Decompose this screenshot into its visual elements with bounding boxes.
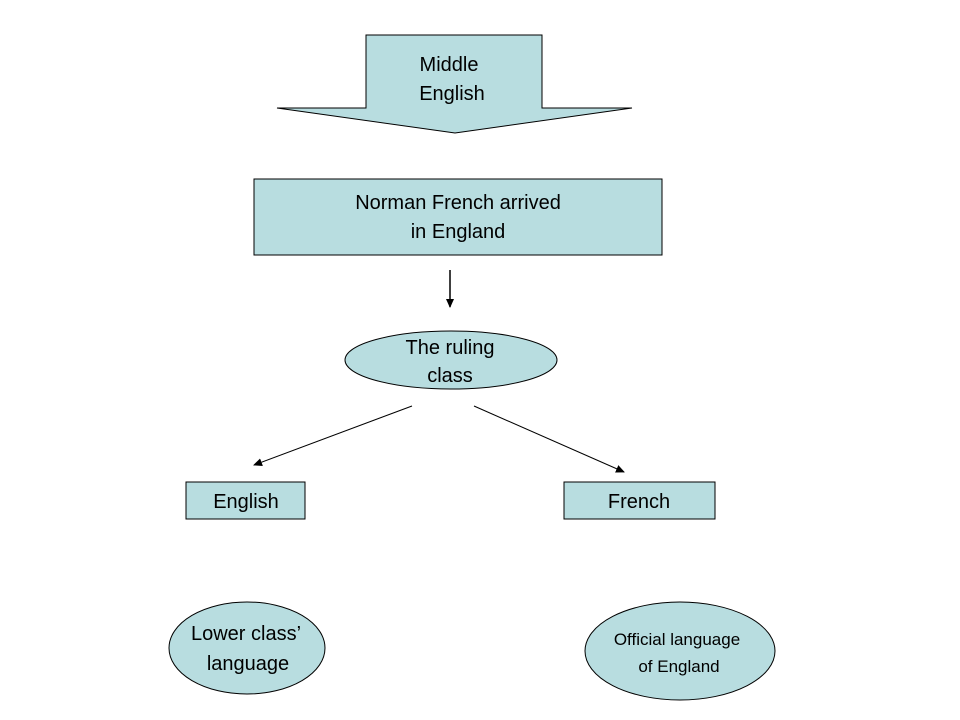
lower-class-ellipse — [168, 601, 326, 695]
lower-class-language-node: Lower class’ language — [168, 601, 326, 695]
lower-class-label-line1: Lower class’ — [191, 623, 301, 645]
french-label: French — [608, 491, 670, 513]
norman-french-label-line1: Norman French arrived — [355, 192, 561, 214]
block-arrow-shape — [276, 34, 633, 134]
ruling-class-label-line1: The ruling — [406, 337, 495, 359]
norman-french-label-line2: in England — [411, 221, 506, 243]
official-language-ellipse — [584, 601, 776, 701]
middle-english-label-line2: English — [419, 83, 485, 105]
norman-french-box — [253, 178, 663, 256]
middle-english-arrow-node: Middle English — [276, 34, 633, 134]
ruling-class-ellipse — [344, 330, 558, 390]
french-node: French — [563, 481, 716, 520]
norman-french-node: Norman French arrived in England — [253, 178, 663, 256]
official-language-label-line1: Official language — [614, 630, 740, 649]
french-box — [563, 481, 716, 520]
ruling-class-node: The ruling class — [344, 330, 558, 390]
official-language-label-line2: of England — [638, 657, 719, 676]
official-language-node: Official language of England — [584, 601, 776, 701]
english-label: English — [213, 491, 279, 513]
lower-class-label-line2: language — [207, 653, 289, 675]
arrow-ruling-to-french — [473, 405, 625, 473]
english-node: English — [185, 481, 306, 520]
arrow-ruling-to-english — [253, 405, 413, 466]
english-box — [185, 481, 306, 520]
middle-english-label-line1: Middle — [420, 54, 479, 76]
ruling-class-label-line2: class — [427, 365, 473, 387]
